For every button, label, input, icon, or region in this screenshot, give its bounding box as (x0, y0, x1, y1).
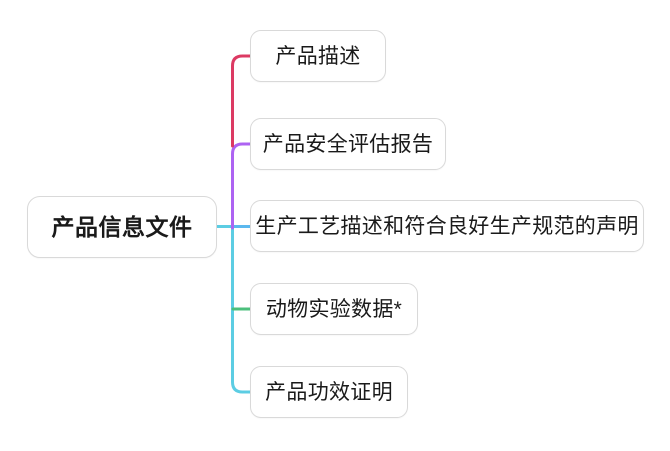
node-child-product-description[interactable]: 产品描述 (250, 30, 386, 82)
node-root-label: 产品信息文件 (51, 213, 193, 240)
connector-spine-top (231, 54, 253, 148)
node-child-label: 动物实验数据* (265, 297, 403, 321)
connector-spine-upper (231, 142, 253, 230)
node-child-safety-assessment-report[interactable]: 产品安全评估报告 (250, 118, 446, 170)
node-child-animal-testing-data[interactable]: 动物实验数据* (250, 283, 418, 335)
node-child-label: 产品安全评估报告 (262, 132, 434, 156)
node-child-label: 产品功效证明 (265, 380, 393, 404)
connector-spine-lower (231, 223, 253, 394)
node-child-label: 生产工艺描述和符合良好生产规范的声明 (255, 214, 639, 238)
node-child-efficacy-proof[interactable]: 产品功效证明 (250, 366, 408, 418)
node-root[interactable]: 产品信息文件 (27, 196, 217, 258)
node-child-manufacturing-gmp-statement[interactable]: 生产工艺描述和符合良好生产规范的声明 (250, 200, 644, 252)
node-child-label: 产品描述 (275, 44, 361, 68)
